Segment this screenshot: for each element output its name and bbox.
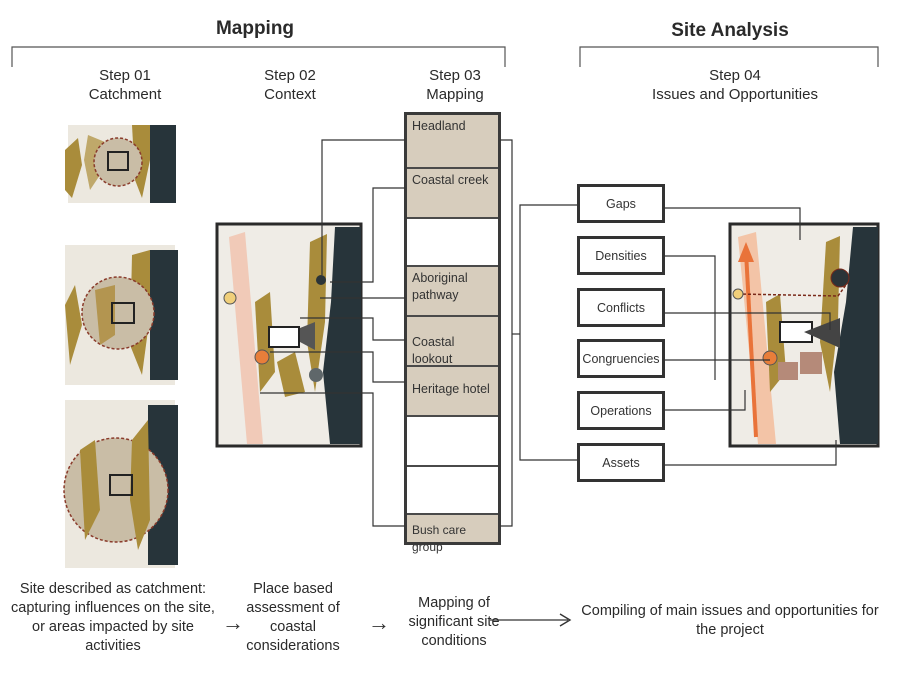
step-04-number: Step 04 (709, 67, 761, 84)
step-02-label: Step 02 Context (225, 66, 355, 104)
mapping-empty-row (407, 465, 498, 515)
step-03-label: Step 03 Mapping (390, 66, 520, 104)
catchment-map-large (63, 400, 178, 568)
description-step-03: Mapping of significant site conditions (408, 595, 500, 649)
issue-box-operations: Operations (577, 391, 665, 430)
catchment-map-small (65, 125, 176, 203)
step-01-title: Catchment (88, 86, 162, 103)
step-01-label: Step 01 Catchment (60, 66, 190, 104)
catchment-maps (63, 125, 178, 568)
mapping-column: Headland Coastal creek Aboriginal pathwa… (404, 112, 501, 554)
context-map (215, 222, 363, 448)
mapping-item-headland: Headland (407, 115, 498, 167)
mapping-item-coastal-creek: Coastal creek (407, 167, 498, 217)
arrow-right-icon: → (368, 610, 390, 635)
analysis-map (728, 222, 880, 448)
step-04-title: Issues and Opportunities (652, 86, 818, 103)
mapping-item-coastal-lookout: Coastal lookout (407, 315, 498, 366)
issue-box-gaps: Gaps (577, 184, 665, 223)
mapping-item-aboriginal-pathway: Aboriginal pathway (407, 265, 498, 315)
mapping-empty-row (407, 217, 498, 265)
mapping-header: Mapping (215, 18, 295, 39)
description-step-02: Place based assessment of coastal consid… (246, 581, 340, 654)
step-02-title: Context (264, 86, 316, 103)
issue-box-conflicts: Conflicts (577, 288, 665, 327)
step-03-number: Step 03 (429, 67, 481, 84)
site-analysis-header: Site Analysis (671, 20, 789, 41)
description-step-01: Site described as catchment: capturing i… (11, 581, 215, 654)
step-04-label: Step 04 Issues and Opportunities (625, 66, 845, 104)
issue-box-congruencies: Congruencies (577, 339, 665, 378)
mapping-empty-row (407, 415, 498, 465)
issue-box-assets: Assets (577, 443, 665, 482)
catchment-map-medium (65, 245, 178, 385)
mapping-item-bush-care-group: Bush care group (407, 513, 498, 554)
step-01-number: Step 01 (99, 67, 151, 84)
arrow-right-icon: → (222, 610, 244, 635)
step-03-title: Mapping (426, 86, 484, 103)
step-02-number: Step 02 (264, 67, 316, 84)
mapping-item-heritage-hotel: Heritage hotel (407, 365, 498, 415)
description-step-04: Compiling of main issues and opportuniti… (581, 603, 879, 638)
issue-box-densities: Densities (577, 236, 665, 275)
